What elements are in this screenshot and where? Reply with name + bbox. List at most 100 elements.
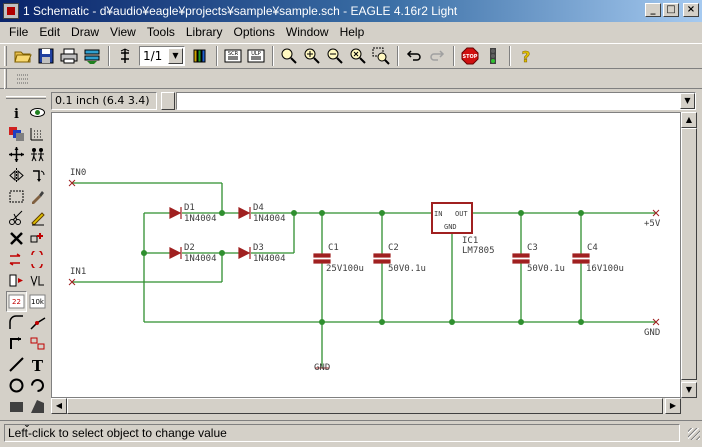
split-icon[interactable]	[27, 312, 48, 333]
label-icon[interactable]	[27, 333, 48, 354]
arc-icon[interactable]	[27, 375, 48, 396]
pinswap-icon[interactable]	[6, 249, 27, 270]
rotate-icon[interactable]	[27, 165, 48, 186]
schematic-canvas[interactable]: IN0 IN1 D1 1N4004 D2 1N4004 D4 1N4004 D3…	[51, 112, 681, 398]
go-icon[interactable]	[482, 45, 504, 67]
label-ic1: IC1	[462, 236, 478, 246]
zoom-fit-icon[interactable]	[278, 45, 300, 67]
label-d2: D2	[184, 243, 195, 253]
mirror-icon[interactable]	[6, 165, 27, 186]
library-icon[interactable]	[189, 45, 211, 67]
help-icon[interactable]: ?	[515, 45, 537, 67]
menu-options[interactable]: Options	[233, 25, 275, 39]
vertical-scrollbar[interactable]: ▲ ▼	[681, 112, 697, 398]
command-input[interactable]: ▼	[176, 92, 696, 110]
menu-file[interactable]: File	[9, 25, 29, 39]
ulp-icon[interactable]: ULP	[245, 45, 267, 67]
toolbar-grip[interactable]	[4, 68, 7, 89]
resize-grip-icon[interactable]	[688, 428, 700, 440]
capacitor-c2[interactable]	[373, 253, 391, 264]
paste-icon[interactable]	[27, 207, 48, 228]
value-icon[interactable]: 22	[6, 291, 27, 312]
sheet-icon[interactable]	[114, 45, 136, 67]
zoom-out-icon[interactable]	[324, 45, 346, 67]
title-bar: 1 Schematic - d¥audio¥eagle¥projects¥sam…	[0, 0, 702, 22]
circle-icon[interactable]	[6, 375, 27, 396]
scroll-right-icon[interactable]: ▶	[665, 398, 681, 414]
show-icon[interactable]	[27, 102, 48, 123]
move-icon[interactable]	[6, 144, 27, 165]
maximize-button[interactable]: □	[663, 3, 679, 17]
toolbar-grip[interactable]	[4, 46, 7, 66]
chevron-down-icon[interactable]: ▼	[168, 48, 183, 64]
diode-d4[interactable]	[238, 207, 251, 219]
zoom-select-icon[interactable]	[370, 45, 392, 67]
capacitor-c1[interactable]	[313, 253, 331, 264]
svg-text:?: ?	[522, 48, 531, 65]
save-icon[interactable]	[35, 45, 57, 67]
grid-icon[interactable]	[27, 123, 48, 144]
minimize-button[interactable]: _	[645, 3, 661, 17]
scroll-down-icon[interactable]: ▼	[681, 382, 697, 398]
junctions	[141, 210, 584, 325]
stop-icon[interactable]: STOP	[459, 45, 481, 67]
name-icon[interactable]	[27, 270, 48, 291]
menu-tools[interactable]: Tools	[146, 25, 175, 39]
toolbar-grip[interactable]	[6, 96, 46, 99]
label-ic1-in-pin: IN	[434, 210, 442, 218]
replace-icon[interactable]	[6, 270, 27, 291]
menu-view[interactable]: View	[110, 25, 136, 39]
text-icon[interactable]: T	[27, 354, 48, 375]
wire-icon[interactable]	[6, 354, 27, 375]
label-d2-value: 1N4004	[184, 254, 217, 264]
undo-icon[interactable]	[403, 45, 425, 67]
group-icon[interactable]	[6, 186, 27, 207]
display-icon[interactable]	[6, 123, 27, 144]
svg-text:STOP: STOP	[463, 54, 478, 60]
cam-icon[interactable]	[81, 45, 103, 67]
delete-icon[interactable]	[6, 228, 27, 249]
gateswap-icon[interactable]	[27, 249, 48, 270]
script-icon[interactable]: SCR	[222, 45, 244, 67]
menu-draw[interactable]: Draw	[71, 25, 100, 39]
scroll-up-icon[interactable]: ▲	[681, 112, 697, 128]
eagle-app-icon[interactable]	[3, 3, 19, 19]
miter-icon[interactable]	[6, 312, 27, 333]
rect-icon[interactable]	[6, 396, 27, 417]
cut-icon[interactable]	[6, 207, 27, 228]
horizontal-scroll-thumb[interactable]	[67, 398, 663, 414]
vertical-scroll-thumb[interactable]	[681, 128, 697, 380]
command-history-button[interactable]	[161, 92, 175, 110]
change-icon[interactable]	[27, 186, 48, 207]
parameter-grid-icon[interactable]	[12, 68, 34, 90]
info-icon[interactable]: i	[6, 102, 27, 123]
diode-d3[interactable]	[238, 247, 251, 259]
chevron-down-icon[interactable]: ▼	[680, 93, 695, 109]
scroll-left-icon[interactable]: ◀	[51, 398, 67, 414]
label-gnd-right: GND	[644, 328, 660, 338]
add-icon[interactable]	[27, 228, 48, 249]
zoom-in-icon[interactable]	[301, 45, 323, 67]
smash-icon[interactable]: 10k	[27, 291, 48, 312]
polygon-icon[interactable]	[27, 396, 48, 417]
invoke-icon[interactable]	[6, 333, 27, 354]
diode-d1[interactable]	[169, 207, 182, 219]
zoom-redraw-icon[interactable]	[347, 45, 369, 67]
diode-d2[interactable]	[169, 247, 182, 259]
menu-library[interactable]: Library	[185, 25, 223, 39]
horizontal-scrollbar[interactable]: ◀ ▶	[51, 398, 681, 414]
menu-window[interactable]: Window	[285, 25, 329, 39]
capacitor-c3[interactable]	[512, 253, 530, 264]
menu-help[interactable]: Help	[339, 25, 365, 39]
schematic-drawing[interactable]: IN0 IN1 D1 1N4004 D2 1N4004 D4 1N4004 D3…	[52, 113, 681, 398]
print-icon[interactable]	[58, 45, 80, 67]
copy-icon[interactable]	[27, 144, 48, 165]
more-tools-chevron-icon[interactable]: ⌄	[22, 417, 32, 430]
redo-icon[interactable]	[426, 45, 448, 67]
open-icon[interactable]	[12, 45, 34, 67]
menu-edit[interactable]: Edit	[39, 25, 61, 39]
close-button[interactable]: ×	[683, 3, 699, 17]
capacitor-c4[interactable]	[572, 253, 590, 264]
sheet-select[interactable]: 1/1 ▼	[139, 46, 185, 66]
regulator-ic1[interactable]	[431, 202, 473, 234]
